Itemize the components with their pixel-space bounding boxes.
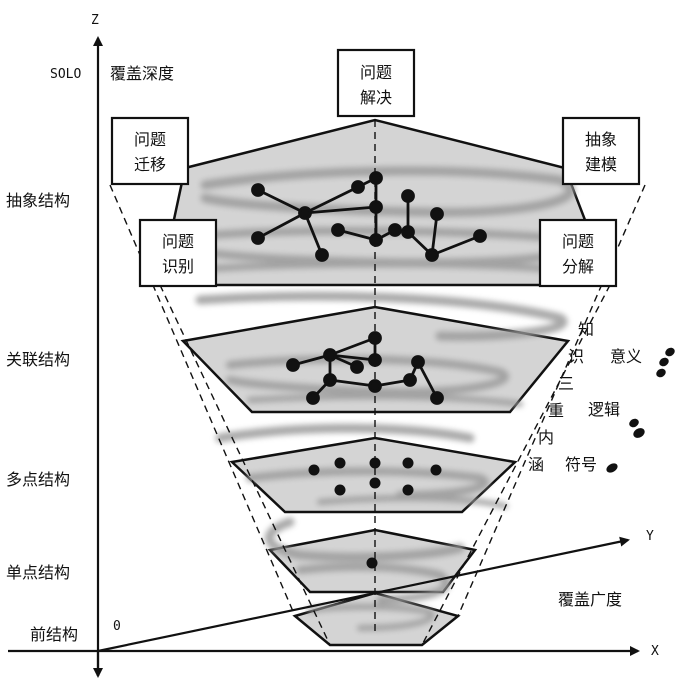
- level-unistructural: 单点结构: [6, 563, 70, 582]
- y-axis-label: Y: [646, 529, 654, 544]
- svg-text:内: 内: [538, 428, 554, 447]
- svg-text:重: 重: [548, 401, 564, 420]
- svg-text:知: 知: [578, 320, 594, 339]
- svg-text:抽象: 抽象: [585, 130, 617, 149]
- knowledge-annotation: 知 识 三 重 内 涵 意义 逻辑 符号: [528, 320, 642, 474]
- svg-text:涵: 涵: [528, 455, 544, 474]
- level-relational: 关联结构: [6, 350, 70, 369]
- svg-text:解决: 解决: [360, 88, 392, 107]
- svg-text:问题: 问题: [134, 130, 166, 149]
- knowledge-swirl: [186, 166, 589, 631]
- svg-text:问题: 问题: [162, 232, 194, 251]
- svg-text:分解: 分解: [562, 257, 594, 276]
- z-axis-label: Z: [91, 13, 99, 28]
- level-abstract: 抽象结构: [6, 191, 70, 210]
- node-unistructural: [366, 557, 378, 569]
- network-relational: [286, 331, 444, 405]
- box-problem-identification: 问题 识别: [138, 218, 218, 288]
- x-axis-label: X: [651, 644, 659, 659]
- box-abstract-modeling: 抽象 建模: [561, 116, 641, 186]
- svg-text:迁移: 迁移: [134, 155, 166, 174]
- solo-label: SOLO: [50, 67, 81, 82]
- level-multistructural: 多点结构: [6, 470, 70, 489]
- svg-text:三: 三: [558, 374, 574, 393]
- breadth-axis-title: 覆盖广度: [558, 590, 622, 609]
- depth-axis-title: 覆盖深度: [110, 64, 174, 83]
- svg-text:建模: 建模: [585, 155, 617, 174]
- network-abstract: [251, 171, 487, 262]
- symbol-label: 符号: [565, 455, 597, 474]
- meaning-label: 意义: [610, 347, 642, 366]
- box-problem-decomposition: 问题 分解: [538, 218, 618, 288]
- nodes-multistructural: [308, 457, 442, 496]
- svg-text:问题: 问题: [360, 63, 392, 82]
- meaning-blobs: [606, 347, 675, 473]
- logic-label: 逻辑: [588, 400, 620, 419]
- box-problem-solving: 问题 解决: [336, 48, 416, 118]
- level-prestructural: 前结构: [30, 625, 78, 644]
- origin-label: 0: [113, 619, 121, 634]
- svg-text:问题: 问题: [562, 232, 594, 251]
- box-problem-transfer: 问题 迁移: [110, 116, 190, 186]
- svg-text:识别: 识别: [162, 257, 194, 276]
- svg-text:识: 识: [568, 347, 584, 366]
- axes: [8, 36, 640, 678]
